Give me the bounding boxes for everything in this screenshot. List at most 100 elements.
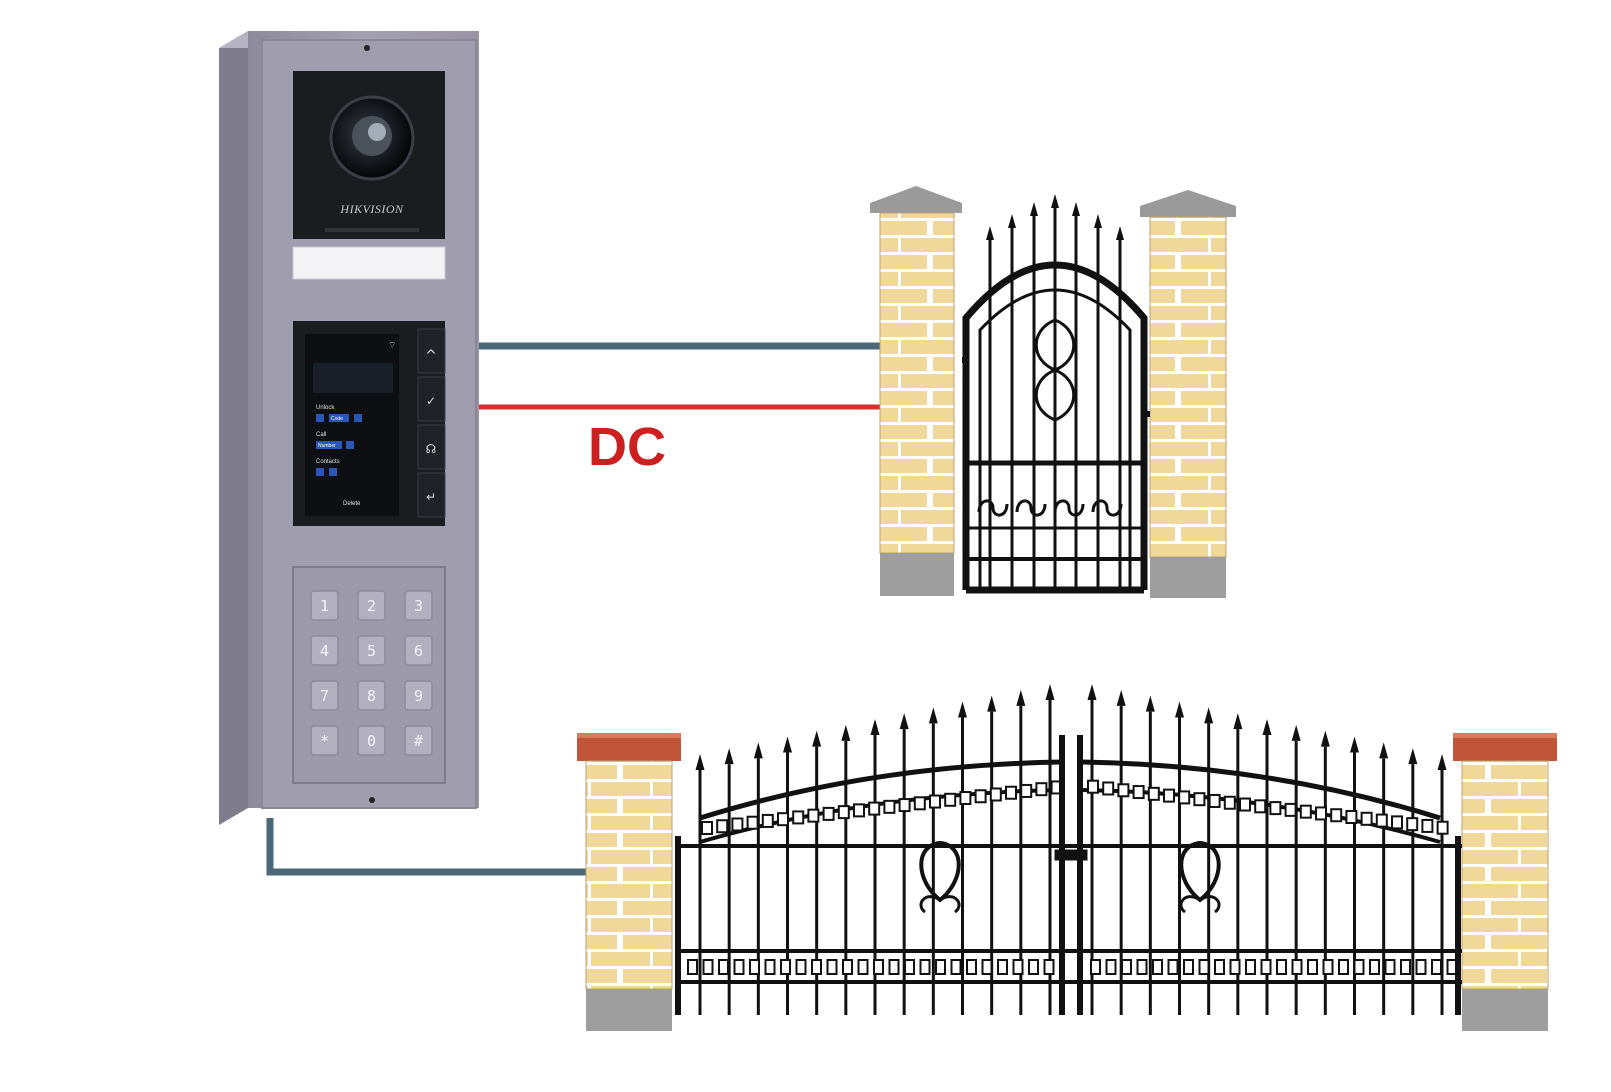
rail-square: [1315, 806, 1327, 821]
double-gate-iron: [675, 684, 1462, 1015]
keypad-key-label: 7: [320, 687, 329, 705]
up-button[interactable]: [417, 328, 446, 374]
signal-wire-large-gate: [266, 818, 588, 876]
rail-square: [718, 959, 729, 975]
rail-square: [1436, 820, 1449, 835]
rail-square: [687, 959, 698, 975]
rail-square: [807, 808, 820, 823]
spear-tip: [870, 719, 880, 735]
screen-unlock-label: Unlock: [316, 405, 335, 411]
spear-tip: [1262, 719, 1272, 735]
spear-tip: [1045, 684, 1055, 700]
keypad-key-1[interactable]: 1: [310, 590, 339, 621]
door-station: HIKVISION Unlock Code Call Number Contac…: [219, 31, 479, 825]
rail-square: [716, 819, 729, 834]
rail-square: [1239, 797, 1251, 812]
keypad-key-label: 1: [320, 597, 329, 615]
rail-square: [1136, 959, 1148, 975]
rail-square: [1117, 783, 1130, 798]
rail-square: [898, 798, 911, 813]
keypad-key-label: *: [320, 732, 329, 750]
keypad-key-2[interactable]: 2: [357, 590, 386, 621]
left-gate-pillar-base: [586, 989, 672, 1031]
spear-tip: [1072, 202, 1080, 216]
rail-square: [989, 787, 1002, 802]
rail-square: [1223, 795, 1236, 810]
rail-square: [1167, 959, 1179, 975]
rail-square: [822, 806, 835, 821]
rail-square: [904, 959, 915, 975]
confirm-button[interactable]: [417, 376, 446, 422]
rail-square: [888, 959, 900, 975]
spear-tip: [928, 707, 938, 724]
contacts-button[interactable]: [417, 424, 446, 470]
rail-square: [1260, 959, 1272, 975]
rail-square: [1276, 959, 1287, 975]
rail-square: [1163, 788, 1175, 803]
screen-delete-action: Delete: [343, 501, 361, 507]
rail-square: [974, 789, 987, 804]
left-pillar-cap: [870, 186, 962, 213]
keypad-key-hash[interactable]: #: [404, 725, 433, 756]
chevron-up-icon: ^: [425, 348, 437, 364]
rail-square: [873, 959, 884, 975]
rail-square: [761, 813, 774, 828]
rail-square: [919, 959, 931, 975]
spear-tip: [812, 730, 822, 747]
keypad-key-label: 2: [367, 597, 376, 615]
spear-tip: [1320, 730, 1330, 747]
screen-contacts-label: Contacts: [316, 459, 340, 465]
keypad-key-8[interactable]: 8: [357, 680, 386, 711]
rail-square: [1369, 959, 1380, 975]
keypad-key-label: 5: [367, 642, 376, 660]
keypad-key-7[interactable]: 7: [310, 680, 339, 711]
rail-square: [702, 959, 714, 975]
keypad-key-6[interactable]: 6: [404, 635, 433, 666]
contacts-icon: ☊: [426, 442, 437, 456]
rail-square: [1291, 959, 1303, 975]
rail-square: [1208, 793, 1221, 808]
spear-tip: [1051, 194, 1059, 208]
rail-square: [857, 959, 869, 975]
rail-square: [1132, 785, 1145, 800]
keypad-key-label: 6: [414, 642, 423, 660]
keypad-key-3[interactable]: 3: [404, 590, 433, 621]
keypad-key-9[interactable]: 9: [404, 680, 433, 711]
spear-tip: [958, 701, 967, 718]
spear-tip: [753, 742, 763, 759]
rail-square: [1345, 810, 1358, 825]
spear-tip: [783, 736, 792, 753]
spear-tip: [1030, 202, 1038, 216]
spear-tip: [1175, 701, 1184, 718]
panel-side: [219, 31, 248, 825]
back-button[interactable]: [417, 472, 446, 518]
keypad-key-0[interactable]: 0: [357, 725, 386, 756]
rail-square: [1105, 959, 1117, 975]
keypad-key-star[interactable]: *: [310, 725, 339, 756]
rail-square: [950, 959, 962, 975]
rail-square: [868, 801, 881, 816]
side-buttons: ^ ✓ ☊ ↵: [417, 328, 446, 518]
rail-square: [777, 812, 789, 827]
spear-tip: [1087, 684, 1097, 700]
spear-tip: [1379, 742, 1389, 759]
keypad-key-5[interactable]: 5: [357, 635, 386, 666]
rail-square: [1012, 959, 1024, 975]
keypad-key-label: 8: [367, 687, 376, 705]
rail-square: [1375, 813, 1388, 828]
rail-square: [959, 791, 972, 806]
rail-square: [1400, 959, 1411, 975]
rail-square: [929, 794, 941, 809]
keypad-key-4[interactable]: 4: [310, 635, 339, 666]
keypad-key-label: 3: [414, 597, 423, 615]
right-pillar: [1149, 216, 1227, 558]
dc-label: DC: [588, 417, 666, 477]
rail-square: [1183, 959, 1194, 975]
screen-unlock-item-code: Code: [331, 416, 343, 422]
wicket-iron: [962, 194, 1150, 594]
left-pillar-base: [880, 553, 954, 596]
rail-square: [1307, 959, 1318, 975]
rail-square: [837, 805, 850, 820]
wicket-scroll: [1091, 499, 1123, 517]
screen-call-label: Call: [316, 432, 326, 438]
